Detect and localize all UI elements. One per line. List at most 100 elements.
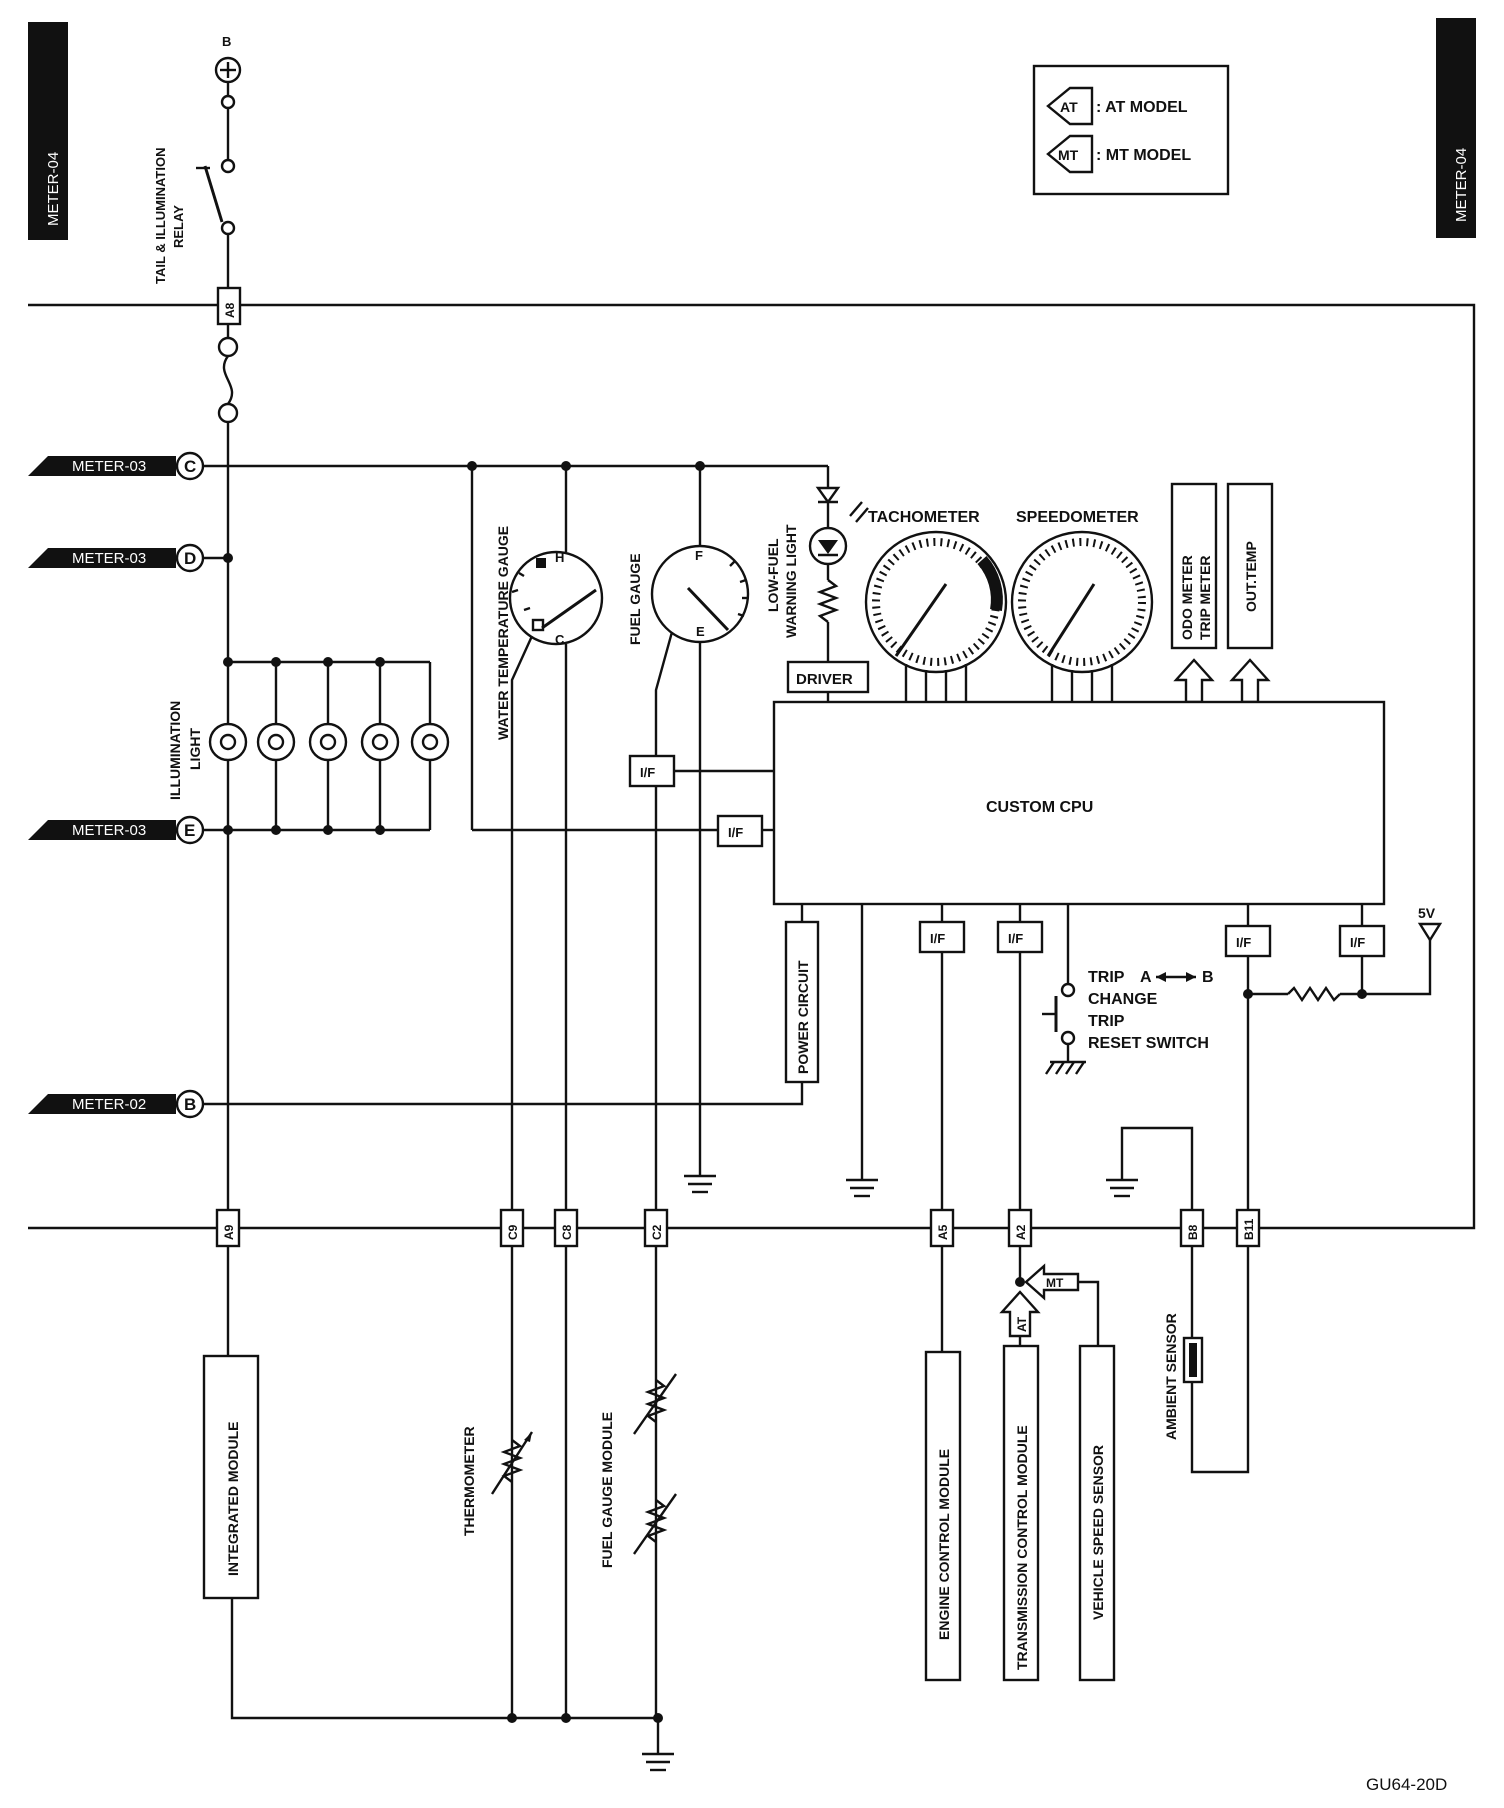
water-gauge-label: WATER TEMPERATURE GAUGE	[495, 526, 511, 740]
out-temp-label: OUT.TEMP	[1243, 541, 1259, 612]
trip-label: TRIP METER	[1197, 555, 1213, 640]
legend-at-tag: AT	[1060, 99, 1078, 115]
vehicle-speed-sensor-label: VEHICLE SPEED SENSOR	[1090, 1445, 1106, 1620]
ref-meter03-c: METER-03 C	[28, 451, 228, 481]
ref-meter02-b-pin: B	[184, 1095, 196, 1114]
integrated-module: INTEGRATED MODULE	[202, 1246, 658, 1720]
connector-c2: C2	[643, 1208, 669, 1248]
legend-mt-tag: MT	[1058, 147, 1079, 163]
ref-meter03-e-sheet: METER-03	[72, 822, 146, 839]
connector-a5-label: A5	[936, 1224, 950, 1240]
trip-switch-reset: RESET SWITCH	[1088, 1035, 1209, 1052]
ref-meter03-e-pin: E	[184, 821, 195, 840]
page-label-right-text: METER-04	[1453, 148, 1470, 222]
illumination-label-2: LIGHT	[187, 728, 203, 770]
interface-b11: I/F	[1224, 904, 1272, 1210]
fuel-gauge-e: E	[696, 624, 705, 639]
interface-a2-label: I/F	[1008, 931, 1023, 946]
fuel-gauge: F E FUEL GAUGE	[627, 466, 750, 1176]
ambient-ground	[1106, 1126, 1194, 1210]
speedometer-label: SPEEDOMETER	[1016, 509, 1139, 526]
ignition-bus	[228, 461, 828, 471]
ref-meter03-d: METER-03 D	[28, 543, 233, 573]
connector-a8: A8	[216, 286, 242, 326]
ground-icon	[684, 1174, 716, 1194]
connector-b11: B11	[1235, 1208, 1261, 1248]
trip-switch-a: A	[1140, 969, 1152, 986]
trip-switch-b: B	[1202, 969, 1214, 986]
page-label-left-text: METER-04	[45, 152, 62, 226]
cpu-ground	[846, 904, 878, 1198]
ref-meter02-b-sheet: METER-02	[72, 1096, 146, 1113]
custom-cpu-label: CUSTOM CPU	[986, 799, 1093, 816]
trip-reset-switch[interactable]: TRIP A B CHANGE TRIP RESET SWITCH	[1042, 904, 1214, 1075]
ref-meter03-e: METER-03 E	[28, 815, 228, 845]
out-temp-display: OUT.TEMP	[1226, 482, 1274, 704]
connector-a9-label: A9	[222, 1224, 236, 1240]
connector-a8-label: A8	[223, 302, 237, 318]
trip-switch-trip: TRIP	[1088, 969, 1125, 986]
vehicle-speed-sensor: VEHICLE SPEED SENSOR	[1078, 1344, 1116, 1682]
five-volt-label: 5V	[1418, 905, 1436, 921]
custom-cpu: CUSTOM CPU	[772, 700, 1386, 906]
engine-control-module: ENGINE CONTROL MODULE	[924, 1246, 962, 1682]
legend-box: AT : AT MODEL MT : MT MODEL	[1032, 64, 1230, 196]
low-fuel-label-1: LOW-FUEL	[765, 538, 781, 612]
fuse	[217, 324, 239, 1210]
connector-a2-label: A2	[1014, 1224, 1028, 1240]
at-branch-tag: AT	[1015, 1316, 1029, 1332]
ref-meter02-b: METER-02 B	[28, 1082, 804, 1119]
ref-meter03-c-pin: C	[184, 457, 196, 476]
connector-c9-label: C9	[506, 1224, 520, 1240]
low-fuel-label-2: WARNING LIGHT	[783, 524, 799, 638]
interface-a2: I/F	[996, 904, 1044, 1210]
ambient-sensor-label: AMBIENT SENSOR	[1163, 1313, 1179, 1440]
water-gauge-c: C	[555, 632, 565, 647]
low-fuel-warning-light: LOW-FUEL WARNING LIGHT	[765, 466, 869, 662]
power-circuit: POWER CIRCUIT	[784, 904, 820, 1084]
interface-pullup-label: I/F	[1350, 935, 1365, 950]
battery-label: B	[222, 34, 231, 49]
trip-switch-change: CHANGE	[1088, 991, 1158, 1008]
chassis-ground-icon	[1045, 1060, 1086, 1075]
connector-c9: C9	[499, 1208, 525, 1248]
interface-a5-label: I/F	[930, 931, 945, 946]
bulb-icon	[256, 722, 296, 762]
ref-meter03-d-pin: D	[184, 549, 196, 568]
relay-label-1: TAIL & ILLUMINATION	[153, 148, 168, 284]
ref-meter03-d-sheet: METER-03	[72, 550, 146, 567]
fuel-gauge-f: F	[695, 548, 703, 563]
thermometer-label: THERMOMETER	[461, 1426, 477, 1536]
connector-a2: A2	[1007, 1208, 1033, 1248]
illumination-label-1: ILLUMINATION	[167, 701, 183, 800]
driver-label: DRIVER	[796, 671, 853, 688]
trip-switch-trip2: TRIP	[1088, 1013, 1125, 1030]
mt-branch-tag: MT	[1046, 1276, 1064, 1290]
page-label-right: METER-04	[1436, 18, 1476, 238]
ref-meter03-c-sheet: METER-03	[72, 458, 146, 475]
at-mt-branch: AT MT	[999, 1246, 1100, 1346]
interface-water-label: I/F	[728, 825, 743, 840]
water-temperature-gauge: H C WATER TEMPERATURE GAUGE	[495, 466, 604, 1210]
interface-a5: I/F	[918, 904, 966, 1210]
integrated-module-label: INTEGRATED MODULE	[225, 1421, 241, 1576]
connector-b11-label: B11	[1242, 1218, 1256, 1240]
combination-meter-outline	[28, 303, 1476, 1230]
fuel-gauge-label: FUEL GAUGE	[627, 553, 643, 645]
interface-fuel: I/F	[628, 754, 774, 1210]
connector-a5: A5	[929, 1208, 955, 1248]
bulb-icon	[360, 722, 400, 762]
interface-fuel-label: I/F	[640, 765, 655, 780]
odo-trip-meter: ODO METER TRIP METER	[1170, 482, 1218, 704]
bulb-icon	[208, 722, 248, 762]
bulb-icon	[308, 722, 348, 762]
driver-box: DRIVER	[786, 660, 870, 702]
page-label-left: METER-04	[28, 22, 68, 240]
interface-water-temp: I/F	[470, 466, 774, 848]
figure-code: GU64-20D	[1366, 1775, 1447, 1794]
ground-icon	[642, 1752, 674, 1772]
fuel-gauge-module-label: FUEL GAUGE MODULE	[599, 1412, 615, 1568]
tachometer-label: TACHOMETER	[868, 509, 980, 526]
transmission-control-module-label: TRANSMISSION CONTROL MODULE	[1014, 1425, 1030, 1670]
